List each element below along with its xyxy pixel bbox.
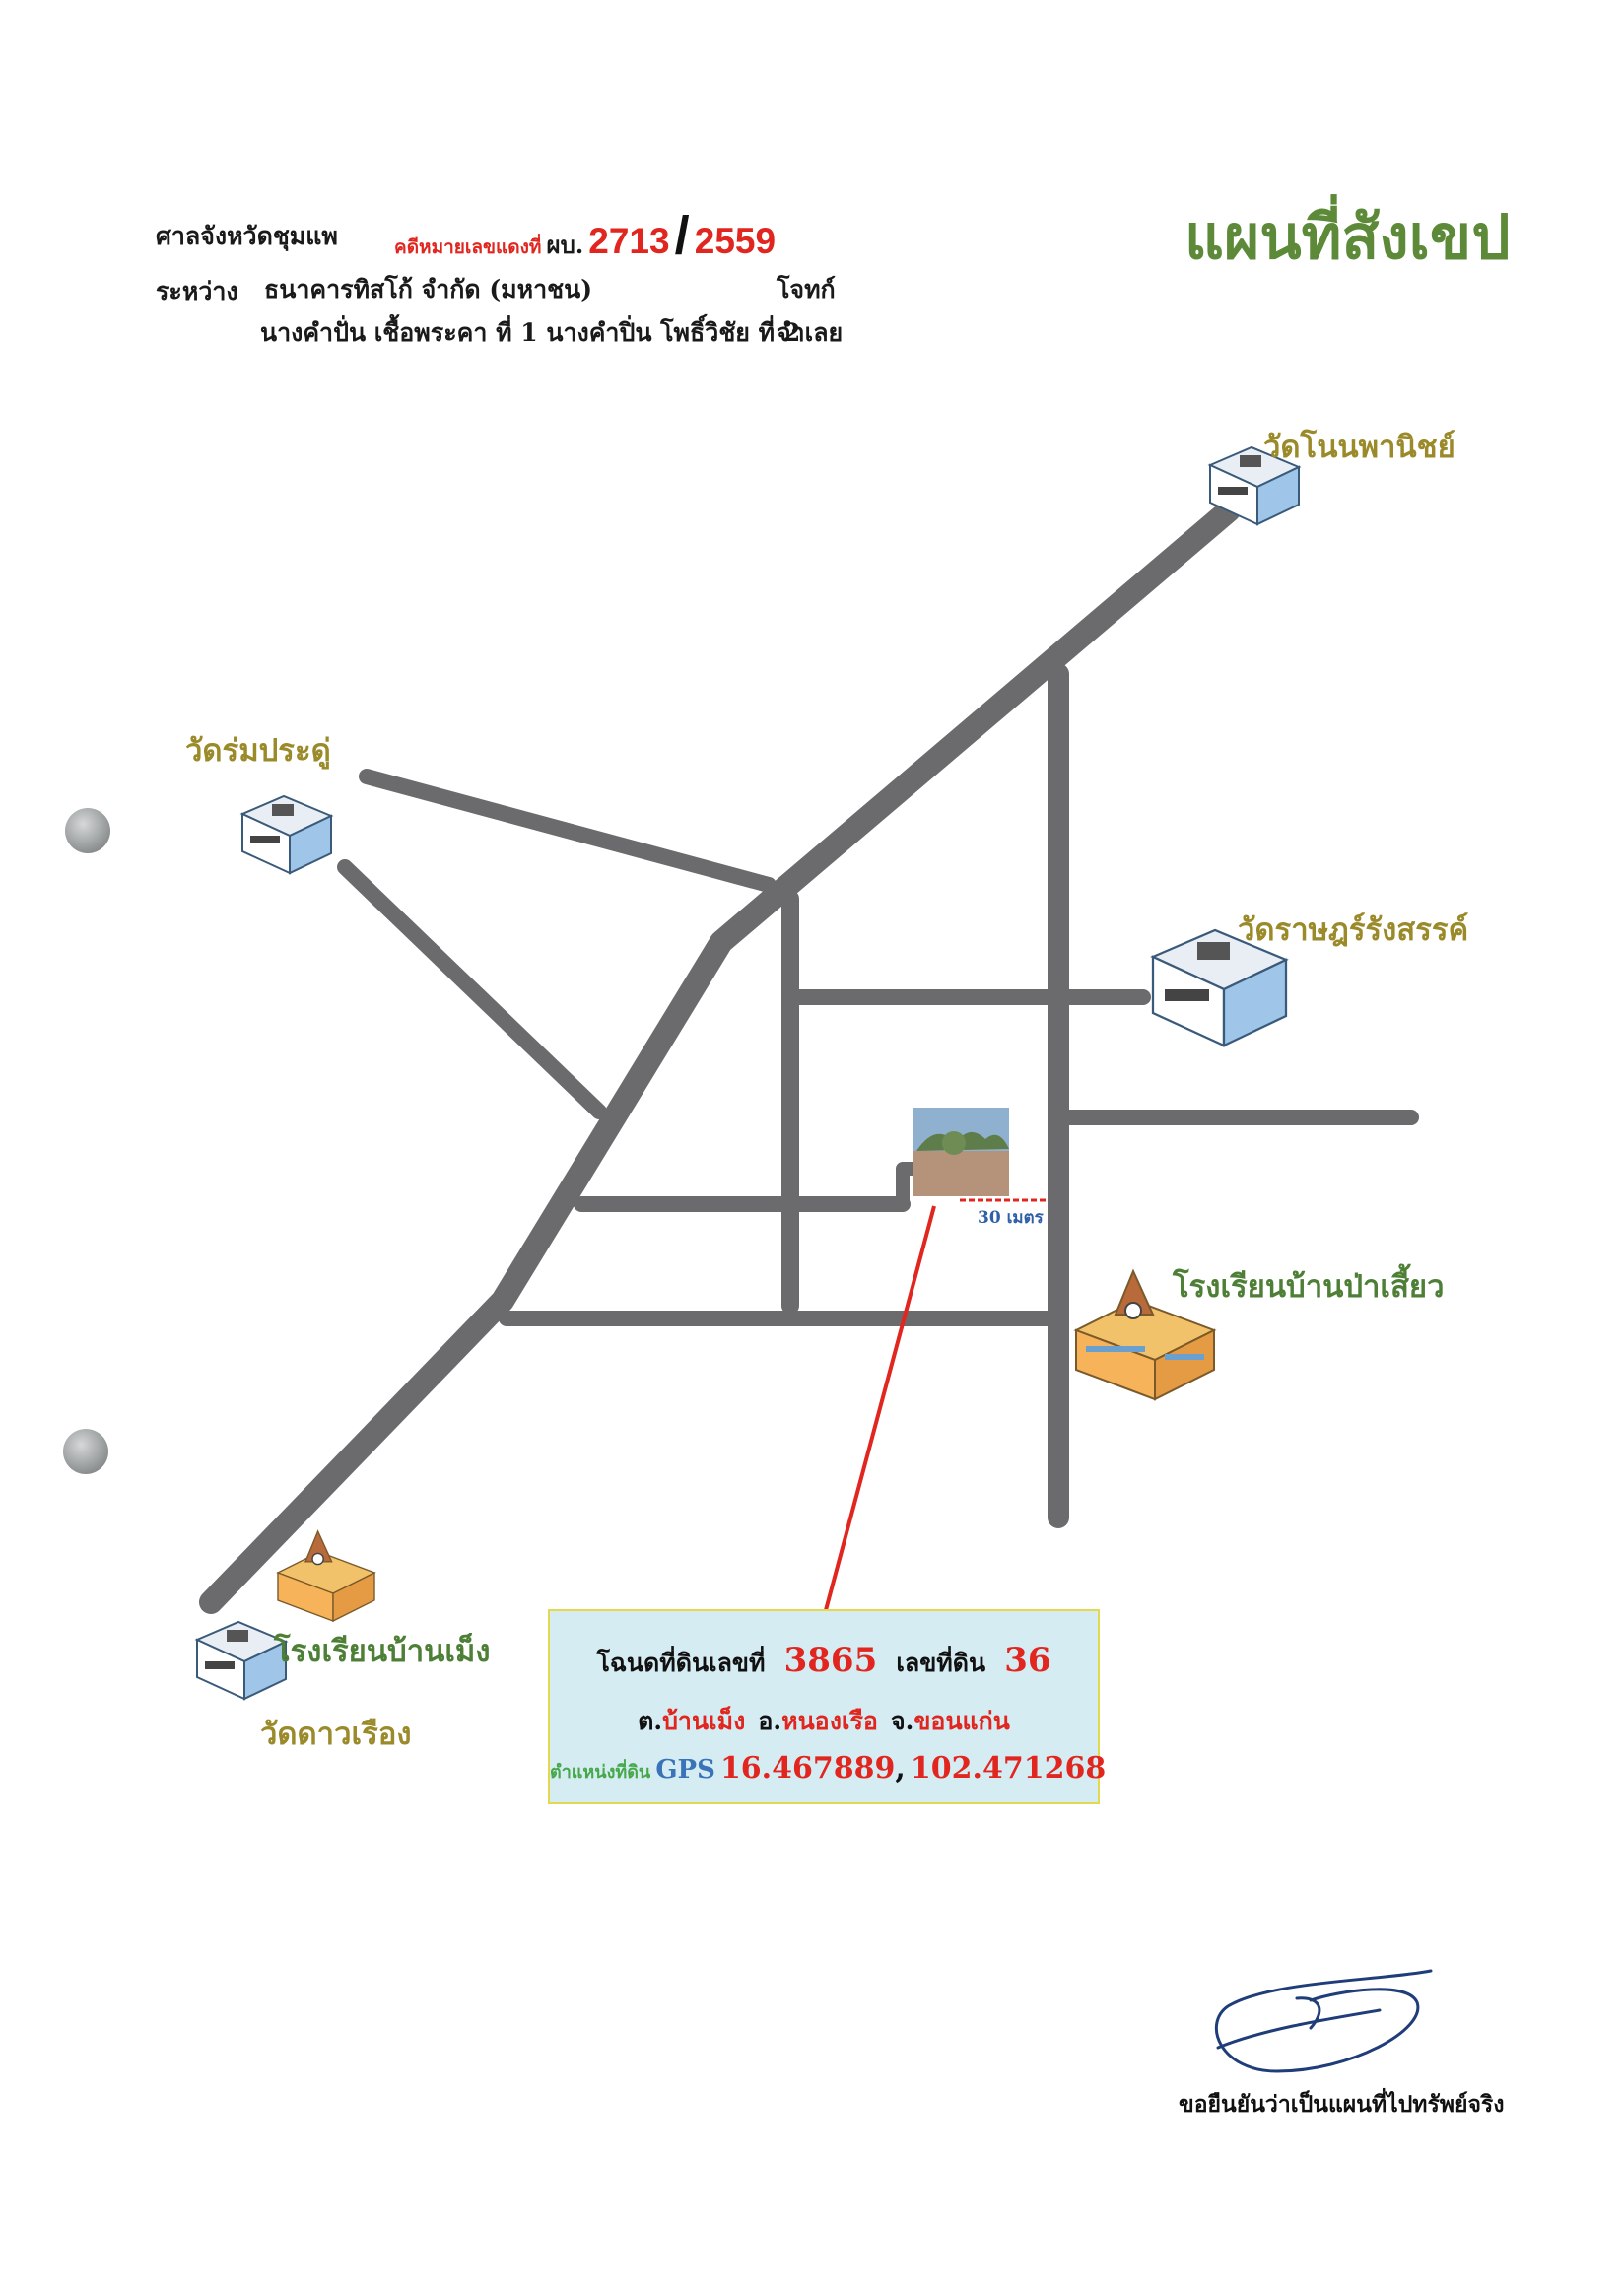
temple-building-icon bbox=[1207, 445, 1302, 526]
plaintiff-name: ธนาคารทิสโก้ จำกัด (มหาชน) bbox=[264, 275, 593, 304]
changwat-prefix: จ. bbox=[890, 1707, 914, 1735]
land-label: เลขที่ดิน bbox=[896, 1649, 986, 1677]
plaintiff-role: โจทก์ bbox=[777, 275, 836, 304]
defendants-name: นางคำปั่น เชื้อพระคา ที่ 1 นางคำปิ่น โพธ… bbox=[260, 318, 801, 347]
punch-hole bbox=[63, 1429, 108, 1474]
case-prefix: ผบ. bbox=[546, 231, 584, 259]
deed-number: 3865 bbox=[783, 1641, 878, 1680]
changwat: ขอนแก่น bbox=[914, 1707, 1010, 1735]
amphoe: หนองเรือ bbox=[781, 1707, 878, 1735]
deed-label: โฉนดที่ดินเลขที่ bbox=[596, 1649, 766, 1677]
location-label: ตำแหน่งที่ดิน bbox=[550, 1762, 651, 1783]
case-label: คดีหมายเลขแดงที่ bbox=[394, 236, 542, 258]
land-plot-photo bbox=[913, 1108, 1009, 1196]
label-wat-rat-rangsan: วัดราษฎร์รังสรรค์ bbox=[1238, 912, 1469, 948]
gps-longitude: 102.471268 bbox=[910, 1751, 1107, 1786]
land-number: 36 bbox=[1004, 1641, 1051, 1680]
gps-row: ตำแหน่งที่ดิน GPS 16.467889, 102.471268 bbox=[550, 1751, 1106, 1786]
defendants-role: จำเลย bbox=[777, 318, 844, 347]
label-wat-non-phanit: วัดโนนพานิชย์ bbox=[1263, 430, 1455, 465]
scale-label: 30 เมตร bbox=[978, 1208, 1044, 1228]
case-number-line: คดีหมายเลขแดงที่ ผบ. 2713 / 2559 bbox=[394, 205, 776, 266]
signature-note: ขอยืนยันว่าเป็นแผนที่ไปทรัพย์จริง bbox=[1179, 2091, 1505, 2118]
case-slash: / bbox=[674, 206, 690, 265]
signature-mark bbox=[1215, 1969, 1433, 2073]
case-number: 2713 bbox=[588, 221, 670, 261]
school-building-icon bbox=[276, 1529, 376, 1623]
punch-hole bbox=[65, 808, 110, 853]
label-wat-rom-pradu: วัดร่มประดู่ bbox=[185, 733, 331, 769]
tambon-prefix: ต. bbox=[638, 1707, 663, 1735]
land-info-box: โฉนดที่ดินเลขที่ 3865 เลขที่ดิน 36 ต.บ้า… bbox=[548, 1609, 1106, 1804]
label-school-ban-meng: โรงเรียนบ้านเม็ง bbox=[274, 1634, 491, 1669]
between-label: ระหว่าง bbox=[156, 277, 238, 305]
deed-row: โฉนดที่ดินเลขที่ 3865 เลขที่ดิน 36 bbox=[550, 1641, 1098, 1683]
map-title: แผนที่สังเขป bbox=[1184, 201, 1511, 273]
case-year: 2559 bbox=[694, 221, 777, 261]
temple-building-icon bbox=[1150, 928, 1289, 1047]
tambon: บ้านเม็ง bbox=[662, 1707, 746, 1735]
school-building-icon bbox=[1073, 1268, 1217, 1401]
gps-comma: , bbox=[895, 1751, 906, 1786]
road-northwest-upper bbox=[359, 769, 777, 893]
road-northwest-lower bbox=[337, 859, 607, 1119]
temple-building-icon bbox=[239, 794, 334, 875]
label-wat-dao-rueang: วัดดาวเรือง bbox=[260, 1717, 412, 1752]
road-spur bbox=[896, 1162, 919, 1211]
gps-label: GPS bbox=[655, 1755, 715, 1785]
road-main-diagonal bbox=[199, 499, 1241, 1614]
court-name: ศาลจังหวัดชุมแพ bbox=[156, 222, 338, 250]
address-row: ต.บ้านเม็ง อ.หนองเรือ จ.ขอนแก่น bbox=[550, 1702, 1098, 1741]
pointer-line bbox=[824, 1205, 936, 1611]
roads bbox=[199, 499, 1419, 1614]
label-school-ban-pa-siao: โรงเรียนบ้านป่าเสี้ยว bbox=[1173, 1269, 1445, 1305]
gps-latitude: 16.467889 bbox=[719, 1751, 896, 1786]
amphoe-prefix: อ. bbox=[758, 1707, 782, 1735]
temple-building-icon bbox=[194, 1620, 289, 1701]
